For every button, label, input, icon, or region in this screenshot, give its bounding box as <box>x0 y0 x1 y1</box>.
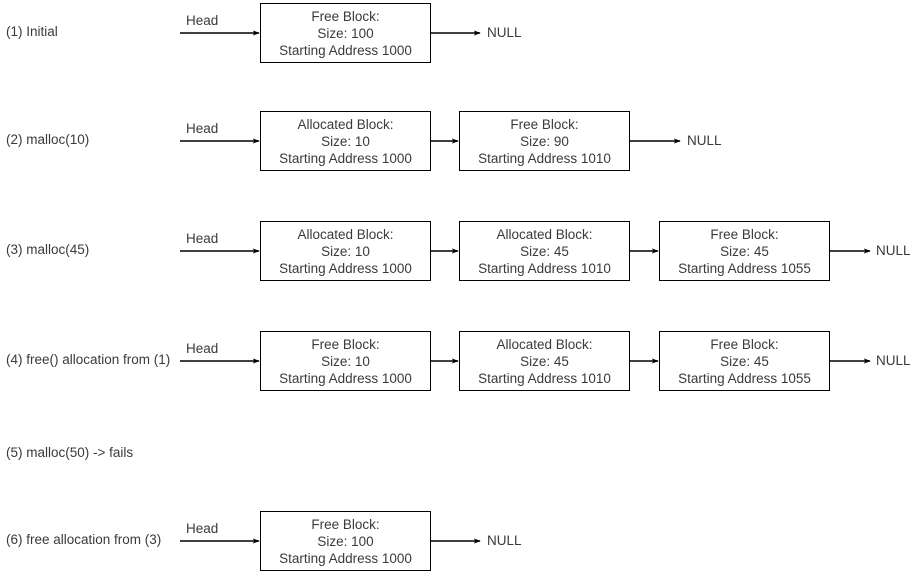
row-4-block-3-line-3: Starting Address 1055 <box>678 370 811 386</box>
row-3-block-2-line-3: Starting Address 1010 <box>478 260 611 276</box>
row-2-block-1-line-1: Allocated Block: <box>297 116 394 132</box>
row-3-block-1-line-3: Starting Address 1000 <box>279 260 412 276</box>
row-2-step-label: (2) malloc(10) <box>6 132 90 147</box>
row-6-block-1-line-1: Free Block: <box>311 516 380 532</box>
row-3-block-1-line-2: Size: 10 <box>321 243 370 259</box>
row-1-block-1-line-1: Free Block: <box>311 8 380 24</box>
row-4-block-1-line-3: Starting Address 1000 <box>279 370 412 386</box>
row-3-null-label: NULL <box>876 243 911 258</box>
row-6-block-1-line-2: Size: 100 <box>317 533 374 549</box>
row-1-null-label: NULL <box>487 25 522 40</box>
row-1-head-label: Head <box>186 13 219 28</box>
row-1-block-1-line-2: Size: 100 <box>317 25 374 41</box>
row-2-head-label: Head <box>186 121 219 136</box>
row-1-block-1-line-3: Starting Address 1000 <box>279 42 412 58</box>
row-1-step-label: (1) Initial <box>6 24 58 39</box>
row-4-step-label: (4) free() allocation from (1) <box>6 352 171 367</box>
row-4-null-label: NULL <box>876 353 911 368</box>
row-2-block-2-line-1: Free Block: <box>510 116 579 132</box>
row-6-null-label: NULL <box>487 533 522 548</box>
row-4-block-3-line-1: Free Block: <box>710 336 779 352</box>
row-3-block-3-line-3: Starting Address 1055 <box>678 260 811 276</box>
row-4-block-1-line-1: Free Block: <box>311 336 380 352</box>
row-4-block-2-line-2: Size: 45 <box>520 353 569 369</box>
row-3-block-3-line-1: Free Block: <box>710 226 779 242</box>
row-2-block-2-line-2: Size: 90 <box>520 133 569 149</box>
row-2-block-1-line-2: Size: 10 <box>321 133 370 149</box>
row-2-null-label: NULL <box>687 133 722 148</box>
row-2-block-2-line-3: Starting Address 1010 <box>478 150 611 166</box>
row-4-block-1-line-2: Size: 10 <box>321 353 370 369</box>
row-6-head-label: Head <box>186 521 219 536</box>
row-2-block-1-line-3: Starting Address 1000 <box>279 150 412 166</box>
row-5-step-label: (5) malloc(50) -> fails <box>6 445 134 460</box>
row-6-block-1-line-3: Starting Address 1000 <box>279 550 412 566</box>
row-3-block-2-line-1: Allocated Block: <box>496 226 593 242</box>
row-4-block-2-line-1: Allocated Block: <box>496 336 593 352</box>
row-3-step-label: (3) malloc(45) <box>6 242 90 257</box>
row-4-head-label: Head <box>186 341 219 356</box>
row-3-block-2-line-2: Size: 45 <box>520 243 569 259</box>
row-4-block-3-line-2: Size: 45 <box>720 353 769 369</box>
row-4-block-2-line-3: Starting Address 1010 <box>478 370 611 386</box>
row-3-block-1-line-1: Allocated Block: <box>297 226 394 242</box>
row-3-block-3-line-2: Size: 45 <box>720 243 769 259</box>
row-6-step-label: (6) free allocation from (3) <box>6 532 162 547</box>
row-3-head-label: Head <box>186 231 219 246</box>
